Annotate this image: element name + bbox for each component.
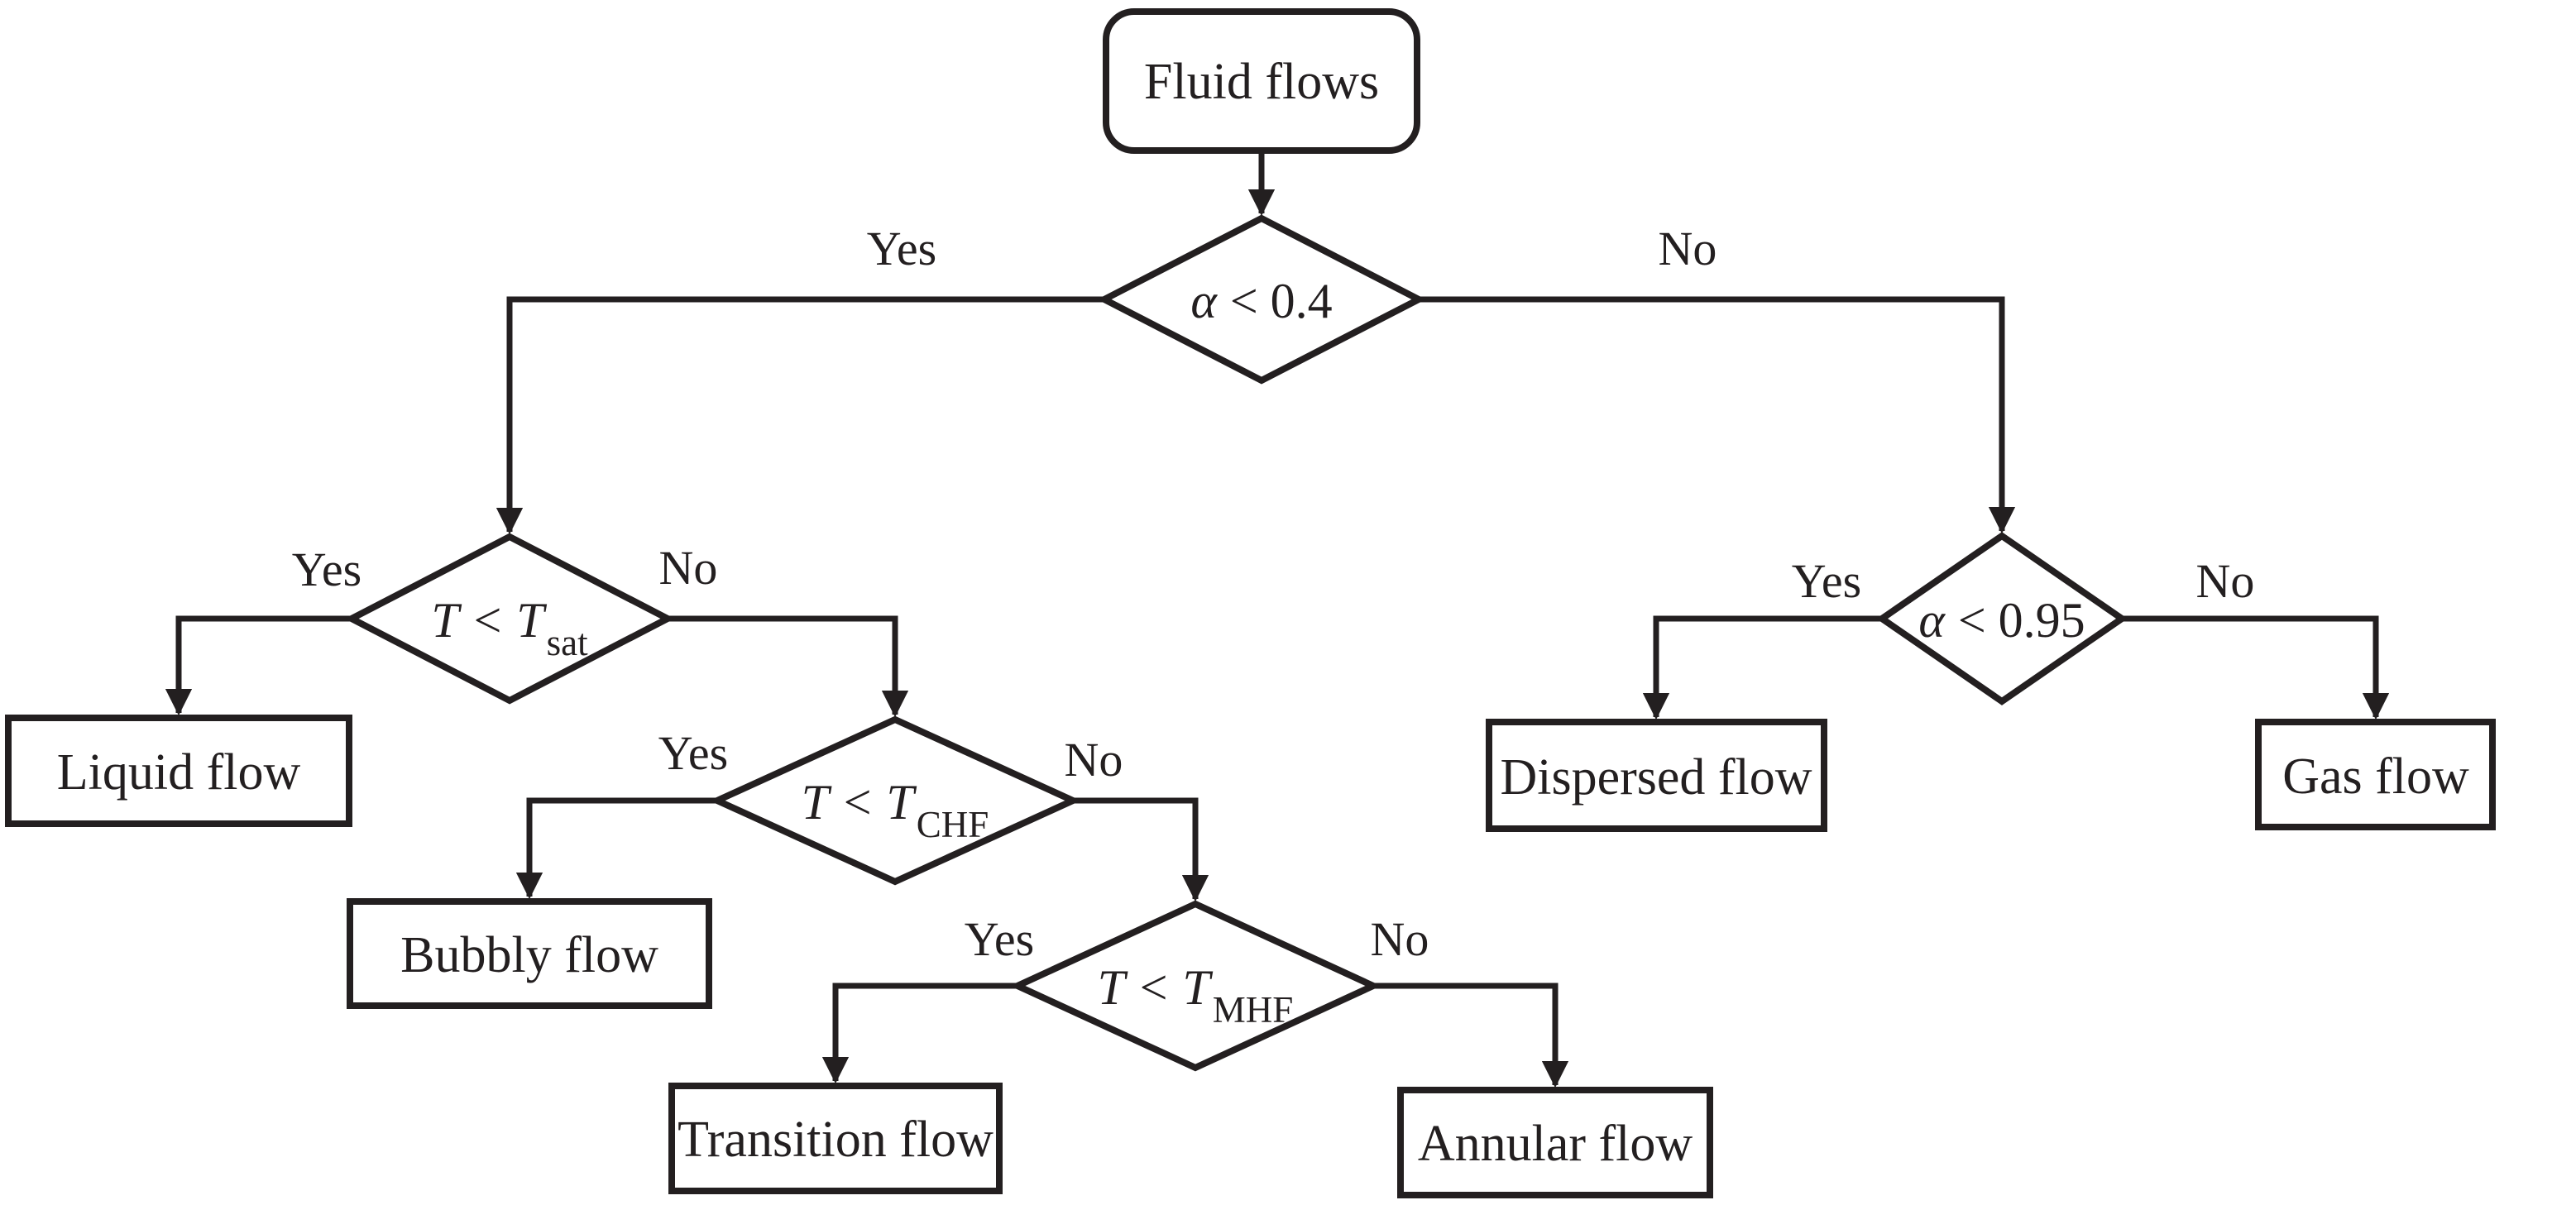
outcome-liquid-flow: Liquid flow bbox=[5, 715, 352, 827]
outcome-annular-flow: Annular flow bbox=[1397, 1087, 1713, 1198]
branch-label-no: No bbox=[659, 541, 718, 595]
decision-alpha04-label: α< 0.4 bbox=[1190, 274, 1332, 328]
outcome-bubbly-flow-label: Bubbly flow bbox=[400, 927, 658, 983]
edge-tmhf-no: No bbox=[1371, 912, 1569, 1088]
outcome-transition-flow-label: Transition flow bbox=[678, 1112, 994, 1168]
outcome-gas-flow: Gas flow bbox=[2255, 719, 2496, 830]
branch-label-yes: Yes bbox=[292, 543, 362, 596]
start-label: Fluid flows bbox=[1144, 54, 1379, 110]
edge-alpha04-no: No bbox=[1419, 222, 2016, 534]
decision-tmhf: T < TMHF bbox=[1009, 900, 1381, 1072]
branch-label-no: No bbox=[1371, 912, 1429, 966]
decision-alpha095-label: α< 0.95 bbox=[1918, 593, 2085, 648]
edge-alpha095-yes: Yes bbox=[1642, 554, 1882, 720]
edge-tchf-yes: Yes bbox=[515, 726, 728, 900]
decision-tmhf-label: T < TMHF bbox=[1098, 960, 1294, 1030]
decision-alpha095: α< 0.95 bbox=[1875, 532, 2128, 705]
edge-tsat-yes: Yes bbox=[165, 543, 362, 716]
outcome-gas-flow-label: Gas flow bbox=[2282, 748, 2469, 805]
edge-tmhf-yes: Yes bbox=[821, 912, 1034, 1084]
decision-tchf-label: T < TCHF bbox=[802, 775, 989, 845]
branch-label-yes: Yes bbox=[1792, 554, 1861, 608]
outcome-bubbly-flow: Bubbly flow bbox=[347, 898, 712, 1009]
edge-alpha04-yes: Yes bbox=[496, 222, 1104, 535]
outcome-liquid-flow-label: Liquid flow bbox=[57, 744, 301, 801]
outcome-dispersed-flow-label: Dispersed flow bbox=[1500, 749, 1812, 806]
outcome-dispersed-flow: Dispersed flow bbox=[1486, 719, 1827, 832]
outcome-transition-flow: Transition flow bbox=[668, 1083, 1003, 1194]
branch-label-yes: Yes bbox=[867, 222, 936, 275]
outcome-annular-flow-label: Annular flow bbox=[1418, 1116, 1693, 1172]
branch-label-yes: Yes bbox=[658, 726, 728, 780]
decision-tchf: T < TCHF bbox=[709, 715, 1081, 886]
decision-tsat: T < Tsat bbox=[344, 533, 675, 705]
decision-tsat-label: T < Tsat bbox=[431, 593, 588, 663]
branch-label-no: No bbox=[2196, 554, 2255, 608]
edge-tsat-no: No bbox=[659, 541, 909, 718]
edge-alpha095-no: No bbox=[2122, 554, 2390, 720]
decision-alpha04: α< 0.4 bbox=[1097, 214, 1426, 385]
edge-tchf-no: No bbox=[1065, 733, 1209, 902]
node-start: Fluid flows bbox=[1103, 8, 1420, 154]
branch-label-no: No bbox=[1065, 733, 1123, 787]
branch-label-no: No bbox=[1659, 222, 1717, 275]
branch-label-yes: Yes bbox=[965, 912, 1034, 966]
